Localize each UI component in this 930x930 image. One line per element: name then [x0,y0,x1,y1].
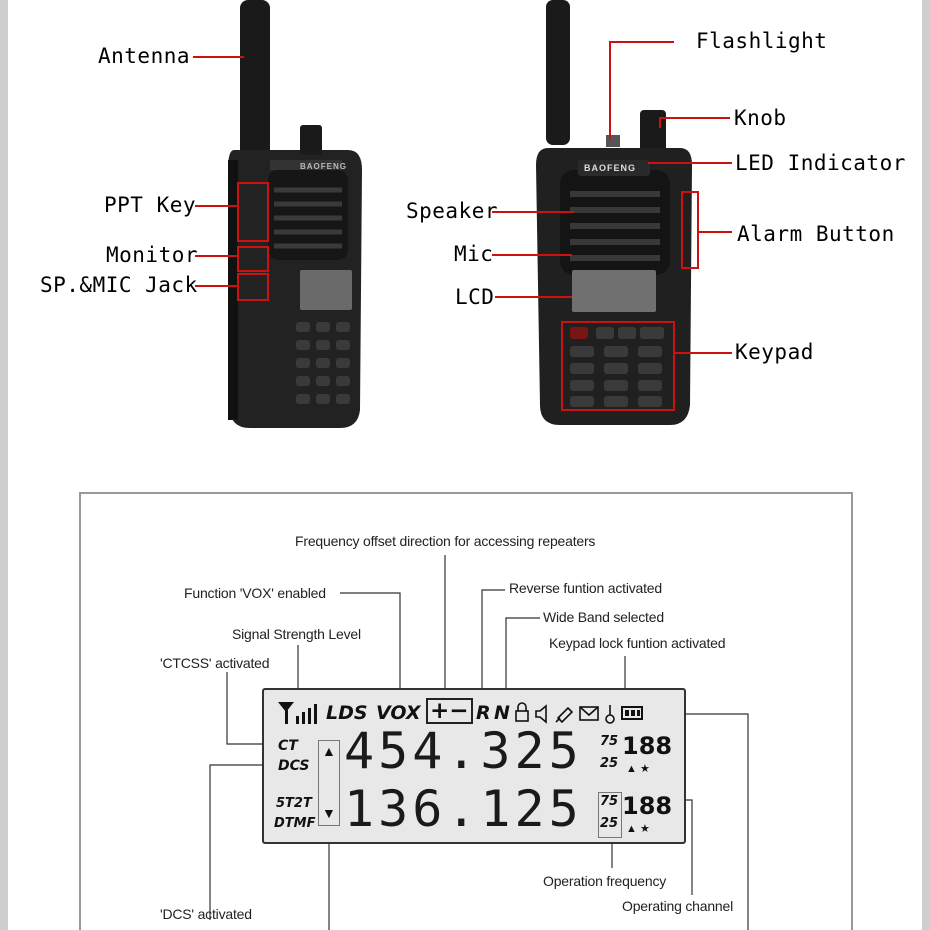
right-lcd-screen [572,270,656,312]
5t2t-indicator: 5T2T [276,796,312,811]
right-radio [536,0,699,425]
operating-channel-label: Operating channel [622,898,734,914]
keypad-label: Keypad [735,340,814,364]
antenna-label: Antenna [98,44,191,68]
speaker-label: Speaker [406,199,499,223]
step-b-bottom: 25 [600,816,619,831]
ppt-key-highlight [237,182,269,242]
signal-strength-icon [278,702,317,724]
left-antenna [240,0,270,160]
channel-b-display: 188 [622,792,673,820]
alarm-bell-icon [555,706,574,724]
alarm-button-highlight [681,191,699,269]
lcd-diagram-frame [79,492,853,930]
knob-shape [640,110,666,152]
ab-selector-box: ▲ ▼ [318,740,340,826]
reverse-label: Reverse funtion activated [509,580,662,596]
sp-mic-jack-label: SP.&MIC Jack [40,273,198,297]
lock-icon [515,702,529,722]
right-border [922,0,930,930]
alarm-button-label: Alarm Button [737,222,895,246]
lcd-display-panel: LDS VOX +− R N CT DCS 5T2T DTMF ▲ ▼ 454.… [262,688,686,844]
knob-label: Knob [734,106,787,130]
led-indicator-label: LED Indicator [735,151,906,175]
arrow-up-icon: ▲ [322,743,336,759]
frequency-b-display: 136.125 [344,780,583,838]
right-antenna [546,0,570,145]
offset-indicator: +− [426,698,473,724]
right-radio-brand: BAOFENG [584,163,636,173]
monitor-label: Monitor [106,243,199,267]
operation-frequency-label: Operation frequency [543,873,667,889]
lds-indicator: LDS [326,702,368,724]
vox-label: Function 'VOX' enabled [184,585,326,601]
dcs-indicator: DCS [278,758,310,774]
flashlight-label: Flashlight [696,29,828,53]
channel-a-display: 188 [622,732,673,760]
mic-label: Mic [454,242,494,266]
top-callouts [193,41,732,354]
step-a-top: 75 [600,734,619,749]
lcd-callouts [209,555,749,930]
dcs-activated-label: 'DCS' activated [160,906,252,922]
channel-a-marks-icon: ▲ ★ [626,763,650,775]
frequency-a-display: 454.325 [344,722,583,780]
left-radio-brand: BAOFENG [300,162,347,171]
mail-icon [579,706,599,721]
key-icon [605,705,615,724]
battery-icon [621,706,643,720]
step-a-bottom: 25 [600,756,619,771]
wide-band-label: Wide Band selected [543,609,664,625]
left-lcd-screen [300,270,352,310]
channel-b-marks-icon: ▲ ★ [626,823,650,835]
ctcss-label: 'CTCSS' activated [160,655,270,671]
ct-indicator: CT [278,738,298,754]
lcd-label: LCD [455,285,495,309]
step-b-top: 75 [600,794,619,809]
arrow-down-icon: ▼ [322,805,336,821]
signal-strength-label: Signal Strength Level [232,626,361,642]
dtmf-indicator: DTMF [274,816,316,831]
keypad-lock-label: Keypad lock funtion activated [549,635,726,651]
step-b-box [598,792,622,838]
vox-indicator: VOX [376,702,421,724]
monitor-highlight [237,246,269,272]
speaker-icon [535,704,547,724]
left-radio [228,0,362,428]
reverse-indicator: R [476,702,491,724]
left-border [0,0,8,930]
status-icons [515,702,643,724]
keypad-highlight [561,321,675,411]
ppt-key-label: PPT Key [104,193,197,217]
freq-offset-label: Frequency offset direction for accessing… [295,533,596,549]
narrow-wide-indicator: N [494,702,510,724]
